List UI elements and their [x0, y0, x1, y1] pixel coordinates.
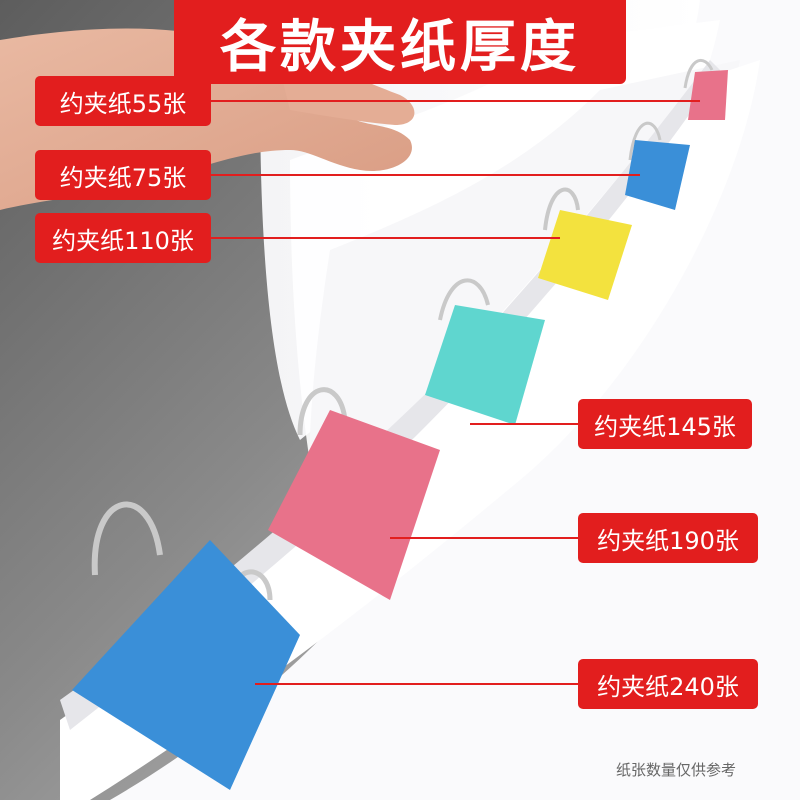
capacity-label-75: 约夹纸75张	[35, 150, 211, 200]
page-title: 各款夹纸厚度	[174, 0, 626, 84]
binder-clip-teal	[425, 278, 545, 425]
label-connectors	[210, 100, 700, 685]
capacity-label-55: 约夹纸55张	[35, 76, 211, 126]
binder-clip-yellow	[538, 187, 632, 300]
footnote: 纸张数量仅供参考	[616, 761, 737, 779]
capacity-label-190: 约夹纸190张	[578, 513, 758, 563]
capacity-label-240: 约夹纸240张	[578, 659, 758, 709]
binder-clip-blue-large	[72, 501, 300, 790]
binder-clip-pink-large	[268, 387, 440, 600]
capacity-label-110: 约夹纸110张	[35, 213, 211, 263]
binder-clip-blue-small	[625, 121, 690, 210]
capacity-label-145: 约夹纸145张	[578, 399, 752, 449]
binder-clip-pink-small	[683, 58, 728, 120]
